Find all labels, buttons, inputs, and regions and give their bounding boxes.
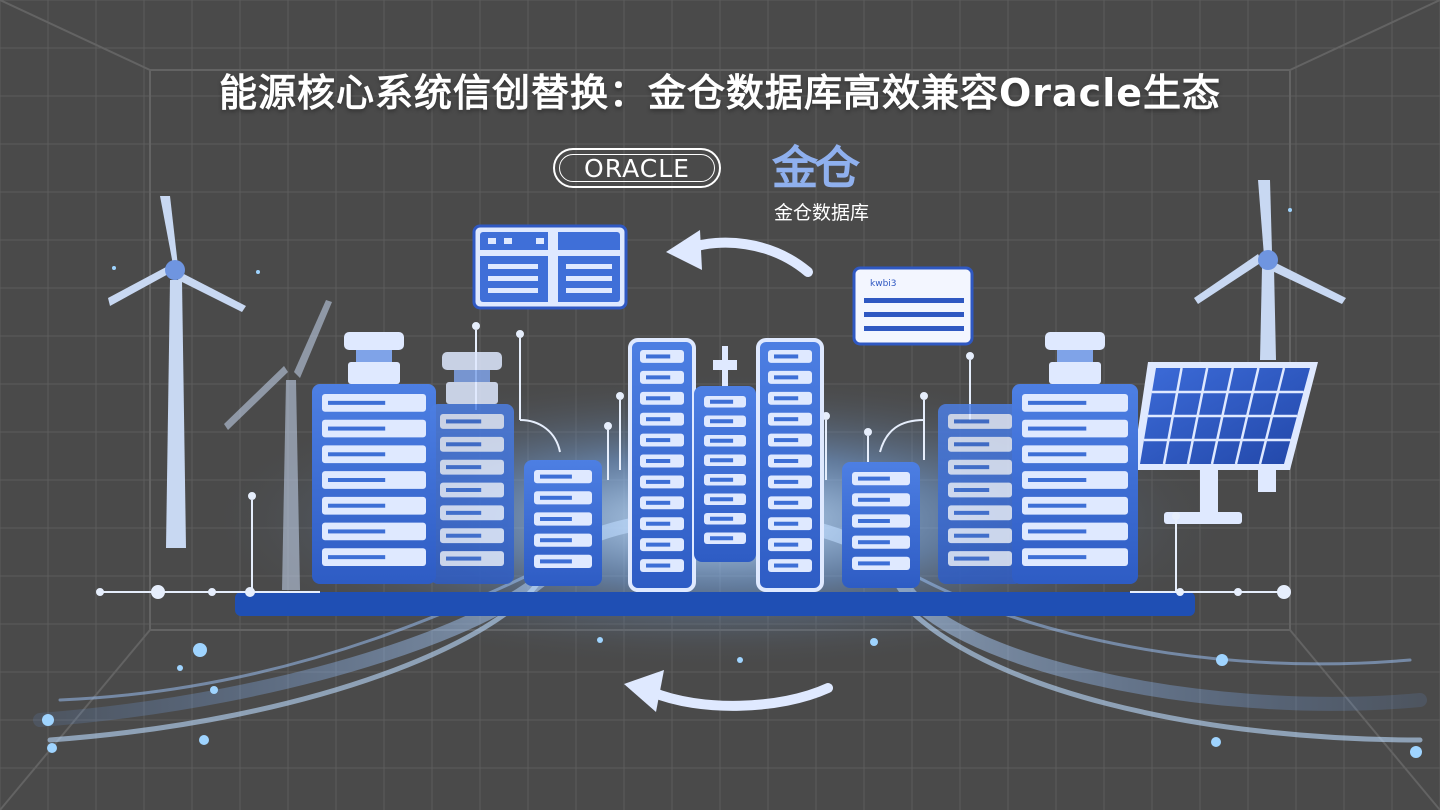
solar-panel-icon <box>1132 362 1318 524</box>
wind-turbine-right-icon <box>1194 180 1346 360</box>
dashboard-card-right <box>852 266 974 346</box>
server-rack-left-mid <box>430 352 514 584</box>
server-rack-left-large <box>312 332 436 584</box>
oracle-logo-text: ORACLE <box>584 153 690 183</box>
base-platform <box>235 592 1195 616</box>
sync-arrow-top-icon <box>666 230 813 277</box>
sync-arrow-bottom-icon <box>624 670 833 712</box>
server-rack-right-small <box>842 462 920 588</box>
server-rack-center-right <box>756 338 824 592</box>
oracle-logo: ORACLE <box>553 148 721 188</box>
server-racks <box>312 332 1138 592</box>
dashboard-card-label: kwbi3 <box>870 279 897 289</box>
server-rack-right-mid <box>938 404 1022 584</box>
kingbase-logo: 金仓 金仓数据库 <box>770 140 910 230</box>
faded-turbine-icon <box>224 300 332 590</box>
connector-lines <box>96 322 1291 599</box>
server-rack-center <box>694 346 756 562</box>
server-rack-right-large <box>1012 332 1138 584</box>
page-title: 能源核心系统信创替换：金仓数据库高效兼容Oracle生态 <box>218 71 1221 115</box>
kingbase-logo-name: 金仓数据库 <box>774 202 870 224</box>
server-rack-center-left <box>628 338 696 592</box>
dashboard-card-left <box>472 224 628 310</box>
server-rack-left-small <box>524 460 602 586</box>
wind-turbine-left-icon <box>108 196 246 548</box>
kingbase-logo-mark: 金仓 <box>772 141 860 195</box>
sparkle-dots <box>42 208 1422 758</box>
